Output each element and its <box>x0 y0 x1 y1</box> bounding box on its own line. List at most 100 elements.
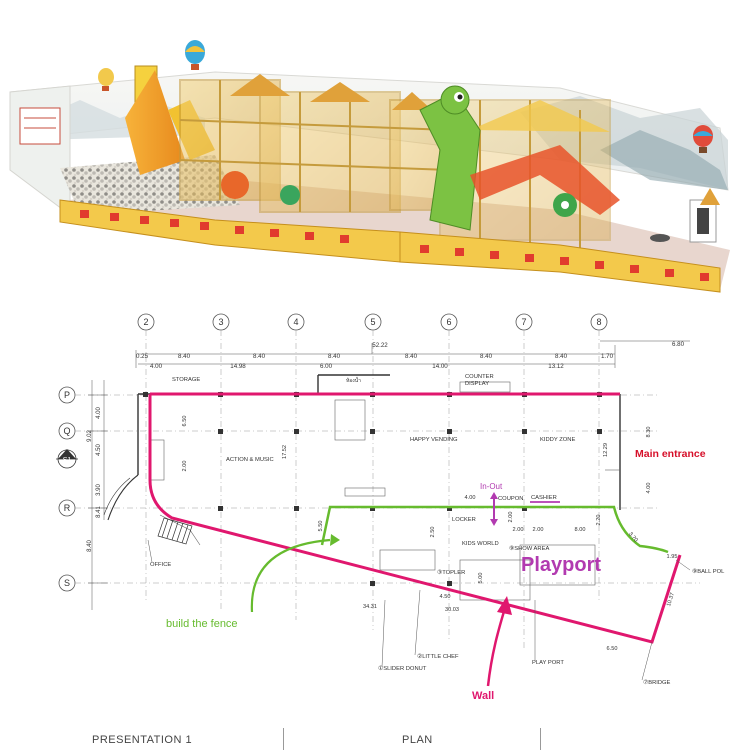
dimension-text: 8.41 <box>96 506 102 518</box>
dimension-text: 3.70 <box>627 531 639 543</box>
dimension-text: 14.00 <box>432 363 448 370</box>
dimension-text: 12.29 <box>603 443 609 457</box>
dimension-text: 6.50 <box>607 646 618 652</box>
dimension-text: 4.50 <box>440 594 451 600</box>
room-label-bridge: ⑦BRIDGE <box>643 679 671 686</box>
dimension-text: 8.40 <box>178 353 191 360</box>
dimension-text: 5.00 <box>478 573 484 584</box>
row-label: P <box>64 390 70 400</box>
floor-plan: 2 3 4 5 6 7 8 P Q R S <box>56 313 725 702</box>
room-label-play-port: PLAY PORT <box>532 660 564 666</box>
leader-lines <box>147 539 691 681</box>
grid-lines <box>75 330 700 650</box>
dimension-text: 52.22 <box>372 342 388 349</box>
dimension-text: 8.40 <box>480 353 493 360</box>
dimension-text: 13.12 <box>548 363 564 370</box>
dimension-text: 4.00 <box>465 495 476 501</box>
row-label: R <box>64 503 71 513</box>
dimension-text: 8.40 <box>328 353 341 360</box>
dimension-text: 6.50 <box>182 416 188 427</box>
svg-text:S1: S1 <box>63 457 72 464</box>
dimension-text: 2.00 <box>513 527 524 533</box>
dimension-text: 2.20 <box>596 515 602 526</box>
dimension-text: 2.00 <box>508 512 514 523</box>
room-label-kids-world: KIDS WORLD <box>462 541 499 547</box>
dimension-text: 3.90 <box>96 484 102 496</box>
column-label: 6 <box>446 317 451 327</box>
dimension-text: 8.40 <box>405 353 418 360</box>
column-label: 7 <box>521 317 526 327</box>
divider <box>283 728 284 750</box>
dimension-text: 8.00 <box>575 527 586 533</box>
room-label-topler: ③TOPLER <box>437 569 465 576</box>
row-label: S <box>64 578 70 588</box>
balloon-icon <box>693 125 713 153</box>
dimension-text: 8.30 <box>646 427 652 438</box>
dimension-text: 1.70 <box>601 353 614 360</box>
room-label-office: OFFICE <box>150 562 171 568</box>
dimension-text: 4.00 <box>646 483 652 494</box>
dimension-text: 10.37 <box>666 592 676 607</box>
fence-outline <box>320 505 669 554</box>
column-label: 3 <box>218 317 223 327</box>
dimension-text: 5.50 <box>318 521 324 532</box>
row-axis-bubbles <box>58 386 76 592</box>
column-label: 8 <box>596 317 601 327</box>
section-marker: S1 <box>56 449 78 469</box>
divider <box>540 728 541 750</box>
title-block: PRESENTATION 1 PLAN <box>0 722 750 753</box>
dimension-text: 4.00 <box>96 407 102 419</box>
dimension-text: 8.40 <box>87 540 93 552</box>
room-label-thai: ห้องน้ำ <box>346 375 361 384</box>
wall-pointer-arrow <box>486 607 507 687</box>
sheet-title: PLAN <box>402 734 433 746</box>
column-label: 2 <box>143 317 148 327</box>
column-axis-bubbles <box>137 313 608 331</box>
balloon-icon <box>185 40 205 70</box>
column-label: 5 <box>370 317 375 327</box>
dimension-text: 6.80 <box>672 341 685 348</box>
balloon-icon <box>98 68 114 91</box>
playport-label: Playport <box>521 554 601 576</box>
room-label-coupon: COUPON <box>498 496 523 502</box>
dimension-text: 6.00 <box>320 363 333 370</box>
staircase <box>157 517 193 545</box>
room-label-cashier: CASHIER <box>531 495 557 501</box>
dimension-text: 17.52 <box>282 445 288 459</box>
room-label-slider-donut: ①SLIDER DONUT <box>378 665 427 672</box>
new-wall-outline <box>148 392 682 644</box>
dimension-text: 4.00 <box>150 363 163 370</box>
room-label-happy-vending: HAPPY VENDING <box>410 437 458 443</box>
column-label: 4 <box>293 317 298 327</box>
dimension-text: 0.25 <box>136 353 149 360</box>
dimension-text: 2.00 <box>533 527 544 533</box>
wall-label: Wall <box>472 690 494 702</box>
room-label-storage: STORAGE <box>172 377 200 383</box>
room-label-counter-display: COUNTER DISPLAY <box>465 374 495 387</box>
in-out-label: In-Out <box>480 482 503 491</box>
drawing-canvas: 2 3 4 5 6 7 8 P Q R S <box>9 40 730 702</box>
room-label-little-chef: ②LITTLE CHEF <box>417 653 459 660</box>
wall-arrowhead-icon <box>497 596 512 615</box>
fence-pointer-arrow <box>250 538 331 613</box>
presentation-number: PRESENTATION 1 <box>92 734 193 746</box>
room-label-action-music: ACTION & MUSIC <box>226 457 274 463</box>
room-label-ball-pol: ⑨BALL POL <box>692 568 725 575</box>
dimension-text: 9.02 <box>87 430 93 442</box>
dimension-text: 8.40 <box>555 353 568 360</box>
main-entrance-label: Main entrance <box>635 448 706 460</box>
build-fence-label: build the fence <box>166 618 238 630</box>
row-label: Q <box>63 426 70 436</box>
dimension-lines <box>88 340 690 610</box>
dimension-text: 14.98 <box>230 363 246 370</box>
dimension-text: 2.00 <box>182 461 188 472</box>
fence-arrowhead-icon <box>330 534 340 546</box>
dimension-text: 34.31 <box>363 604 377 610</box>
in-out-arrow-icon <box>490 492 498 526</box>
dimension-text: 4.50 <box>96 444 102 456</box>
dimension-text: 2.50 <box>430 527 436 538</box>
dimension-text: 1.95 <box>667 554 678 560</box>
dimension-text: 8.40 <box>253 353 266 360</box>
room-label-locker: LOCKER <box>452 517 476 523</box>
room-label-show-area: ⑨SHOW AREA <box>509 545 549 552</box>
